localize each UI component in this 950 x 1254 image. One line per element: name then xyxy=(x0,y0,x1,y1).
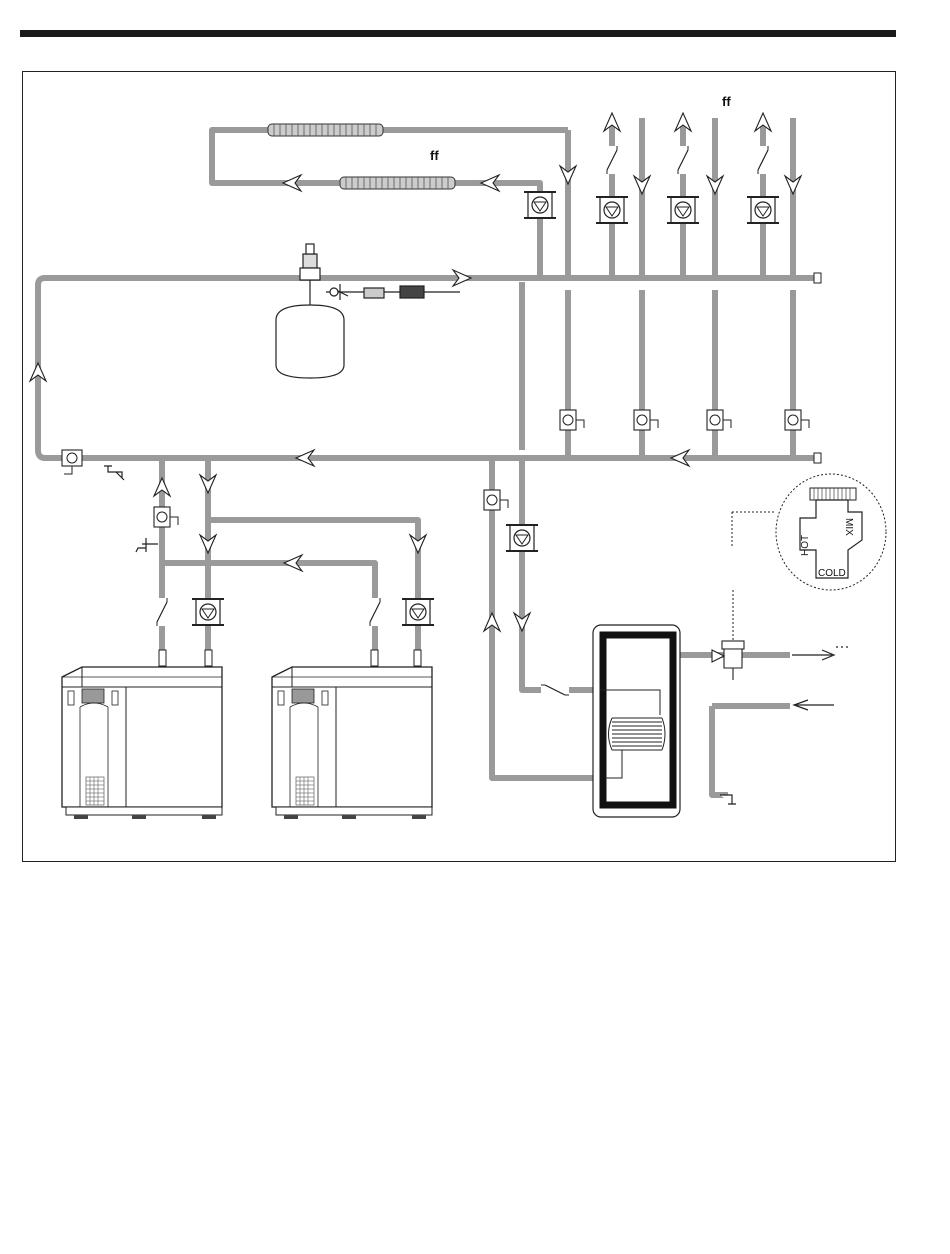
indirect-water-heater-icon xyxy=(593,625,680,817)
ball-valve-icon xyxy=(707,410,731,430)
mixing-valve-detail xyxy=(732,474,886,640)
ball-valve-icon xyxy=(560,410,584,430)
check-valve-icon xyxy=(678,146,688,174)
label-ff-loop: ff xyxy=(430,148,439,163)
circulator-pump-icon xyxy=(596,197,628,223)
ball-valve-icon xyxy=(634,410,658,430)
baseboard-emitter-icon xyxy=(340,177,455,189)
circulator-pump-icon xyxy=(524,192,556,218)
label-hot: HOT xyxy=(800,535,811,556)
ball-valves xyxy=(62,410,809,527)
ball-valve-icon xyxy=(62,450,82,474)
dhw-arrows xyxy=(792,647,850,710)
label-mix: MIX xyxy=(843,518,854,536)
mixing-valve-icon xyxy=(712,641,744,680)
ball-valve-icon xyxy=(484,490,508,510)
check-valve-icon xyxy=(370,598,380,626)
check-valve-icon xyxy=(758,146,768,174)
ball-valve-icon xyxy=(154,507,178,527)
circulator-pump-icon xyxy=(747,197,779,223)
label-ff-top: ff xyxy=(722,94,731,109)
baseboard-emitter-icon xyxy=(268,124,383,136)
circulator-pump-icon xyxy=(506,525,538,551)
header-caps xyxy=(814,273,821,463)
boiler-1 xyxy=(62,650,222,819)
check-valve-icon xyxy=(607,146,617,174)
boiler-icon xyxy=(272,667,432,819)
check-valve-icon xyxy=(541,685,569,695)
boiler-icon xyxy=(62,667,222,819)
check-valves xyxy=(157,146,768,695)
ball-valve-icon xyxy=(785,410,809,430)
circulator-pump-icon xyxy=(667,197,699,223)
label-cold: COLD xyxy=(818,568,846,579)
expansion-tank-icon xyxy=(276,244,460,378)
boiler-2 xyxy=(272,650,432,819)
check-valve-icon xyxy=(157,598,167,626)
circulator-pump-icon xyxy=(192,599,224,625)
circulator-pump-icon xyxy=(402,599,434,625)
